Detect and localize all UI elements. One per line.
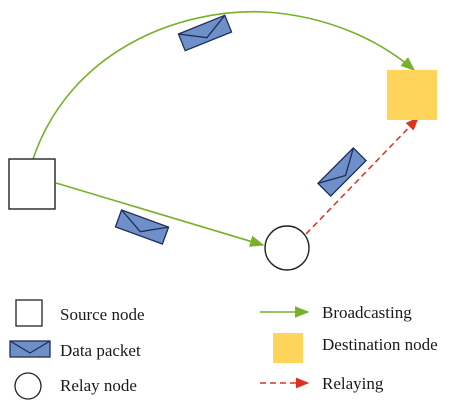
legend-data-packet-label: Data packet: [60, 341, 141, 360]
legend-relaying-label: Relaying: [322, 374, 384, 393]
legend-destination-node-icon: [273, 333, 303, 363]
destination-node: [387, 70, 437, 120]
relay-node: [264, 225, 310, 271]
legend-source-node-label: Source node: [60, 305, 145, 324]
legend-relay-node-icon: [14, 372, 42, 400]
legend-destination-node-label: Destination node: [322, 335, 438, 354]
legend: Source node Data packet Relay node Broad…: [9, 299, 438, 400]
relaying-line: [305, 117, 419, 235]
legend-broadcasting-label: Broadcasting: [322, 303, 412, 322]
broadcast-arc: [32, 10, 416, 160]
legend-relay-node-label: Relay node: [60, 376, 137, 395]
source-node: [8, 158, 56, 210]
legend-source-node-icon: [15, 299, 43, 327]
broadcast-line-to-relay: [55, 182, 265, 247]
data-packet-relaying: [317, 147, 367, 197]
legend-data-packet-icon: [9, 340, 51, 358]
